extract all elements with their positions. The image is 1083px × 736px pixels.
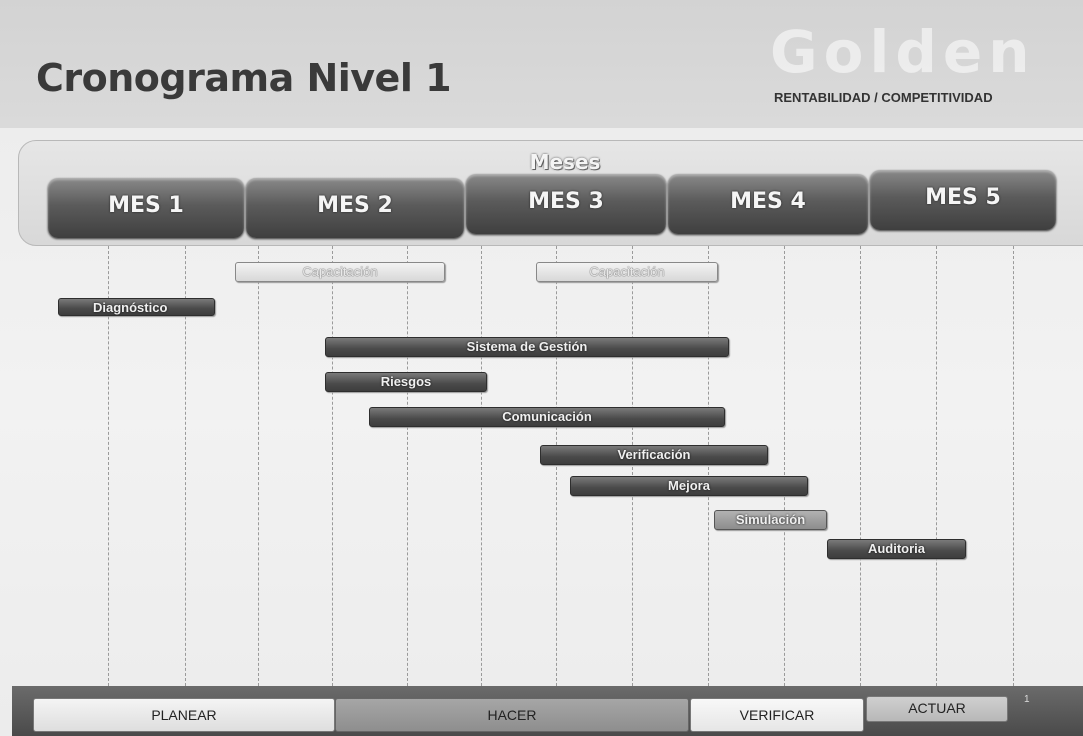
task-bar-sistema-gestion: Sistema de Gestión bbox=[325, 337, 729, 357]
grid-line bbox=[481, 246, 482, 686]
page-title: Cronograma Nivel 1 bbox=[36, 56, 452, 100]
task-bar-capacitacion-1: Capacitación bbox=[235, 262, 445, 282]
header-band bbox=[0, 0, 1083, 128]
grid-line bbox=[556, 246, 557, 686]
task-bar-verificacion: Verificación bbox=[540, 445, 768, 465]
grid-line bbox=[108, 246, 109, 686]
month-3: MES 3 bbox=[466, 174, 666, 234]
month-1: MES 1 bbox=[48, 178, 244, 238]
grid-line bbox=[632, 246, 633, 686]
task-bar-diagnostico: Diagnóstico bbox=[58, 298, 215, 316]
task-bar-mejora: Mejora bbox=[570, 476, 808, 496]
month-2: MES 2 bbox=[246, 178, 464, 238]
grid-line bbox=[258, 246, 259, 686]
tagline: RENTABILIDAD / COMPETITIVIDAD bbox=[774, 90, 993, 105]
phase-hacer: HACER bbox=[335, 698, 689, 732]
grid-line bbox=[1013, 246, 1014, 686]
phase-verificar: VERIFICAR bbox=[690, 698, 864, 732]
month-5: MES 5 bbox=[870, 170, 1056, 230]
grid-line bbox=[936, 246, 937, 686]
page-number: 1 bbox=[1024, 694, 1030, 705]
task-bar-auditoria: Auditoria bbox=[827, 539, 966, 559]
month-4: MES 4 bbox=[668, 174, 868, 234]
task-bar-comunicacion: Comunicación bbox=[369, 407, 725, 427]
grid-line bbox=[860, 246, 861, 686]
phase-actuar: ACTUAR bbox=[866, 696, 1008, 722]
task-bar-riesgos: Riesgos bbox=[325, 372, 487, 392]
brand-logo: Golden bbox=[770, 18, 1036, 86]
grid-line bbox=[708, 246, 709, 686]
grid-line bbox=[407, 246, 408, 686]
months-label: Meses bbox=[529, 150, 601, 174]
phase-planear: PLANEAR bbox=[33, 698, 335, 732]
grid-line bbox=[784, 246, 785, 686]
grid-line bbox=[185, 246, 186, 686]
grid-line bbox=[332, 246, 333, 686]
task-bar-capacitacion-2: Capacitación bbox=[536, 262, 718, 282]
task-bar-simulacion: Simulación bbox=[714, 510, 827, 530]
